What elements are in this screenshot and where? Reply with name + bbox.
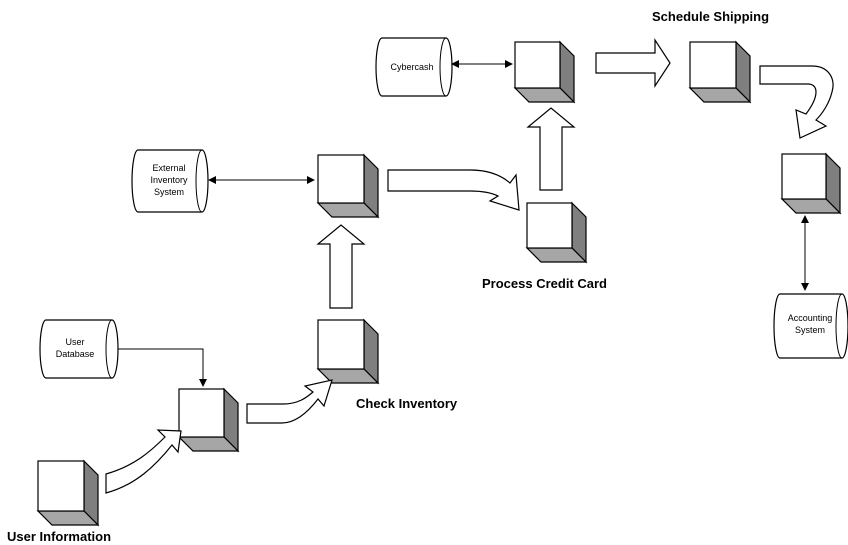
connector-lines [118, 60, 809, 387]
user-information-box [36, 459, 100, 527]
process-credit-card-label: Process Credit Card [482, 276, 607, 291]
user-database-cylinder: User Database [39, 319, 119, 379]
flow-arrow-5 [526, 107, 576, 191]
flow-arrow-3 [316, 224, 366, 309]
user-db-to-entry-line [118, 348, 207, 387]
user-entry-box [177, 387, 240, 453]
check-inventory-label: Check Inventory [356, 396, 458, 411]
cybercash-cylinder: Cybercash [375, 37, 453, 97]
accounting-box [780, 152, 842, 215]
external-inventory-label-2: Inventory [150, 175, 188, 185]
schedule-shipping-box [688, 40, 752, 104]
external-inventory-label-3: System [154, 187, 184, 197]
flow-arrow-7 [759, 65, 834, 139]
external-inventory-cylinder: External Inventory System [131, 149, 209, 213]
accounting-system-label-2: System [795, 325, 825, 335]
external-inventory-label-1: External [152, 163, 185, 173]
flow-arrow-1 [105, 429, 182, 494]
user-database-label-1: User [65, 337, 84, 347]
accounting-system-cylinder: Accounting System [773, 293, 848, 359]
user-database-label-2: Database [56, 349, 95, 359]
flow-arrow-4 [387, 169, 520, 211]
schedule-shipping-label: Schedule Shipping [652, 9, 769, 24]
flow-arrow-2 [246, 379, 333, 424]
user-information-label: User Information [7, 529, 111, 544]
accounting-system-label-1: Accounting [788, 313, 833, 323]
cybercash-label: Cybercash [390, 62, 433, 72]
inventory-query-box [316, 153, 380, 219]
flow-arrow-6 [595, 37, 671, 89]
process-credit-card-box [525, 201, 588, 264]
check-inventory-box [316, 318, 380, 385]
flow-arrows [105, 37, 834, 494]
cybercash-payment-box [513, 40, 576, 104]
